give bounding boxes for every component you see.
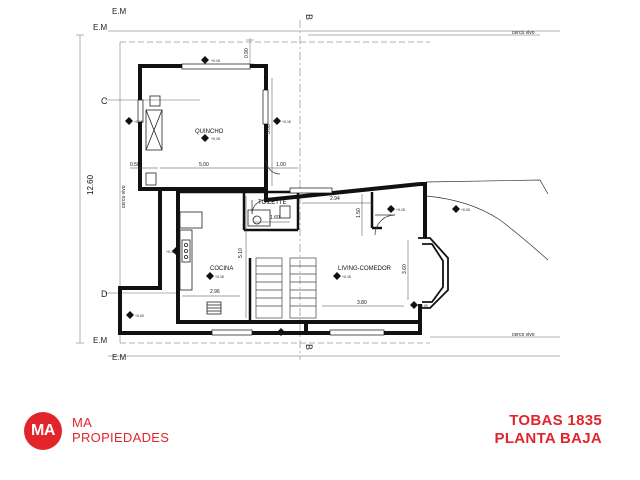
axis-label-em-top-outer: E.M — [112, 7, 127, 16]
level-label: +0.15 — [166, 250, 175, 254]
dim-quincho-width: 5.00 — [199, 162, 209, 168]
axis-label-em-top-inner: E.M — [93, 23, 108, 32]
plan-title: TOBAS 1835 PLANTA BAJA — [495, 412, 602, 448]
quincho-fixtures — [145, 95, 163, 186]
axis-label-b-bottom: B — [304, 344, 314, 350]
room-label-cocina: COCINA — [210, 266, 233, 272]
toilette-fixtures — [247, 205, 291, 227]
fence-label-top: cerco vivo — [512, 30, 535, 36]
dimension-lines — [130, 78, 409, 318]
level-label: +0.15 — [396, 208, 405, 212]
dim-quincho-height: 5.00 — [266, 124, 272, 134]
plan-title-floor: PLANTA BAJA — [494, 430, 602, 447]
kitchen-fixtures — [179, 211, 222, 315]
dim-living-294: 2.94 — [330, 196, 340, 202]
level-label: +0.15 — [211, 59, 220, 63]
axis-label-em-bottom-outer: E.M — [112, 353, 127, 362]
room-label-quincho: QUINCHO — [195, 129, 224, 135]
brand-name-line1: MA — [72, 415, 93, 430]
level-label: +0.15 — [342, 275, 351, 279]
dim-living-360: 3.60 — [402, 264, 408, 274]
dim-living-150: 1.50 — [356, 208, 362, 218]
axis-label-c: C — [101, 96, 108, 106]
level-label: +0.15 — [134, 120, 143, 124]
dim-toilette-160: 1.60 — [270, 215, 280, 221]
level-label: +0.15 — [211, 137, 220, 141]
fence-label-bottom: cerco vivo — [512, 332, 535, 338]
room-label-living: LIVING-COMEDOR — [338, 266, 392, 272]
level-label: +0.00 — [461, 208, 470, 212]
dim-overall: 12.60 — [86, 174, 95, 195]
garden-lines — [425, 179, 549, 261]
inner-walls — [178, 190, 382, 322]
level-label: +0.00 — [419, 304, 428, 308]
level-label: +0.15 — [282, 120, 291, 124]
windows — [137, 63, 385, 336]
level-label: +0.15 — [215, 275, 224, 279]
axis-label-d: D — [101, 289, 108, 299]
room-label-toilette: TOILETTE — [258, 200, 287, 206]
axis-label-b-top: B — [304, 14, 314, 20]
level-markers — [125, 56, 460, 336]
dim-offset-050: 0.50 — [130, 162, 140, 168]
level-label: +0.00 — [286, 331, 295, 335]
level-label: +0.00 — [135, 314, 144, 318]
plan-title-address: TOBAS 1835 — [509, 412, 602, 429]
brand-logo-mark: MA — [31, 422, 55, 439]
dim-cocina-510: 5.10 — [238, 248, 244, 258]
fence-label-left: cerco vivo — [121, 185, 127, 208]
stairs — [255, 257, 317, 319]
axis-label-em-bottom-inner: E.M — [93, 336, 108, 345]
dim-cocina-296: 2.96 — [210, 289, 220, 295]
axis-lines — [76, 20, 560, 360]
brand-name-line2: PROPIEDADES — [72, 430, 170, 445]
bay-window — [418, 237, 449, 309]
doors — [251, 159, 396, 236]
dim-top-090: 0.90 — [244, 48, 250, 58]
dim-offset-100: 1.00 — [276, 162, 286, 168]
dim-living-380: 3.80 — [357, 300, 367, 306]
brand-logo: MA — [24, 412, 62, 450]
brand-name: MA PROPIEDADES — [72, 415, 169, 445]
